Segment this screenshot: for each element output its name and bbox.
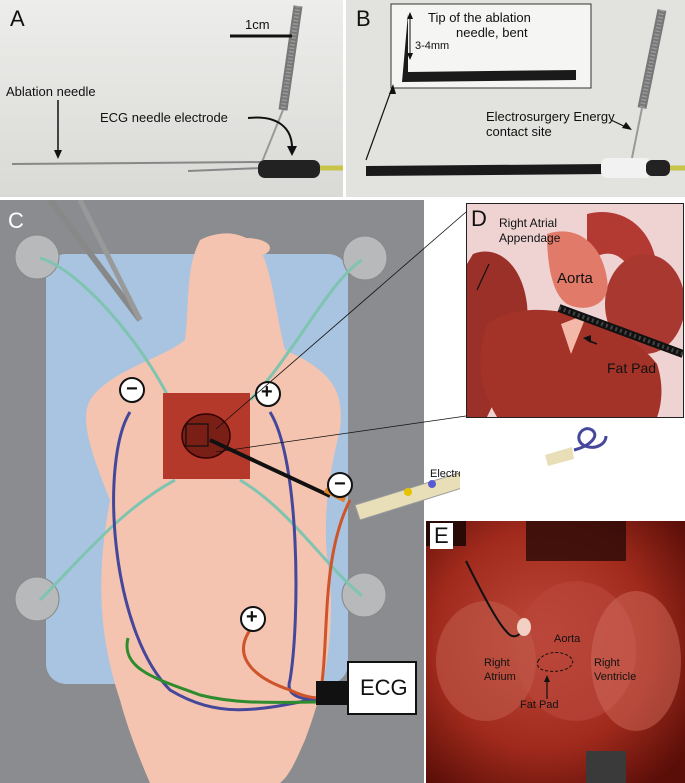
panel-d-label: D: [471, 206, 487, 232]
ablation-needle-label: Ablation needle: [6, 84, 96, 99]
fat-pad-label-e: Fat Pad: [520, 699, 559, 711]
right-ventricle-label-line1: Right: [594, 657, 620, 669]
inset-title-line2: needle, bent: [456, 25, 528, 40]
ecg-box-label: ECG: [360, 675, 408, 701]
right-atrial-label-line1: Right Atrial: [499, 216, 557, 230]
fat-pad-label-d: Fat Pad: [607, 360, 656, 376]
panel-b: B Tip of the ablation needle, bent 3-4mm…: [346, 0, 685, 197]
inset-title-line1: Tip of the ablation: [428, 10, 531, 25]
minus-sign: −: [334, 473, 346, 496]
minus-sign: −: [126, 378, 138, 401]
mount-knob: [342, 573, 386, 617]
contact-site-line2: contact site: [486, 124, 552, 139]
panel-e-photo: [426, 521, 685, 783]
right-atrium-label-line1: Right: [484, 657, 510, 669]
right-atrial-label-line2: Appendage: [499, 231, 560, 245]
panel-e: E Aorta Right Atrium Right Ventricle Fat…: [426, 521, 685, 783]
panel-c: C − + − + Electrosurgery Pen ECG: [0, 200, 460, 783]
panel-b-label: B: [356, 6, 371, 32]
right-ventricle-label-line2: Ventricle: [594, 671, 636, 683]
scale-bar-label: 1cm: [245, 17, 270, 32]
panel-c-label: C: [8, 208, 24, 234]
aorta-label-e: Aorta: [554, 633, 580, 645]
inset-measure: 3-4mm: [415, 40, 449, 52]
aorta-label-d: Aorta: [557, 270, 593, 287]
plus-sign: +: [246, 606, 258, 629]
panel-d: D Right Atrial Appendage Aorta Fat Pad: [466, 203, 684, 418]
mount-knob: [343, 236, 387, 280]
electrosurgery-pen-label: Electrosurgery Pen: [430, 468, 460, 480]
ecg-electrode-label: ECG needle electrode: [100, 110, 228, 125]
mount-knob: [15, 235, 59, 279]
contact-site-line1: Electrosurgery Energy: [486, 109, 615, 124]
panel-e-label: E: [430, 523, 453, 549]
panel-a: A 1cm Ablation needle ECG needle electro…: [0, 0, 343, 197]
insulated-needle: [366, 164, 608, 176]
ecg-electrode-handle: [258, 160, 320, 178]
plus-sign: +: [261, 381, 273, 404]
mount-knob: [15, 577, 59, 621]
right-atrium-label-line2: Atrium: [484, 671, 516, 683]
panel-a-label: A: [10, 6, 25, 32]
